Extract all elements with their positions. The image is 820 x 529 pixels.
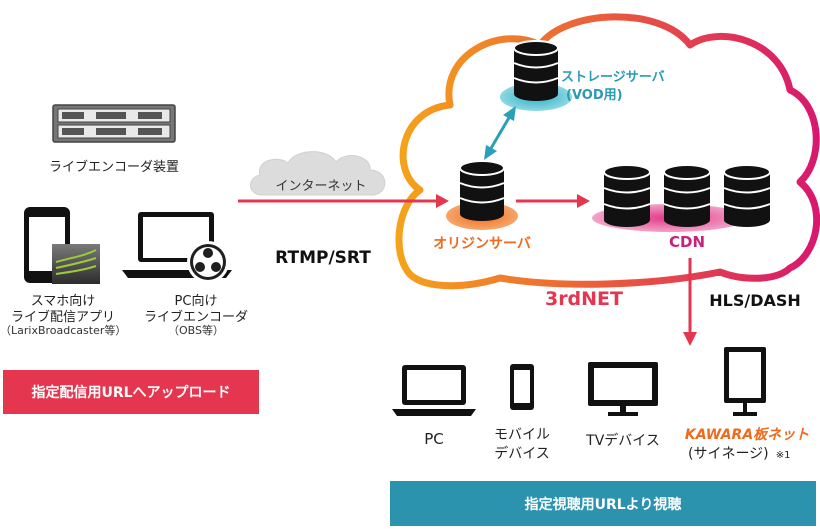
encoder-label: ライブエンコーダ装置 — [48, 160, 179, 175]
cloud-outline — [395, 13, 820, 290]
smartphone-label-2: ライブ配信アプリ — [10, 310, 115, 325]
device-pc-label: PC — [424, 430, 444, 448]
arrow-to-origin — [238, 194, 449, 208]
smartphone-label-3: （LarixBroadcaster等） — [0, 324, 127, 337]
pc-encoder-label-1: PC向け — [174, 294, 218, 309]
laptop-obs-icon — [122, 212, 232, 283]
cdn-label: CDN — [668, 233, 705, 251]
arrow-to-cdn — [516, 194, 590, 208]
smartphone-label-1: スマホ向け — [30, 294, 96, 309]
internet-label: インターネット — [275, 179, 367, 194]
device-mobile-label-2: デバイス — [494, 446, 550, 462]
pc-icon — [392, 365, 476, 416]
device-tv-label: TVデバイス — [586, 433, 660, 449]
origin-label: オリジンサーバ — [433, 236, 531, 252]
arrow-to-devices — [683, 258, 697, 346]
mobile-device-icon — [510, 364, 534, 410]
storage-server-icon — [500, 40, 572, 111]
upload-banner: 指定配信用URLへアップロード — [3, 370, 259, 414]
internet-cloud-icon — [250, 151, 386, 196]
protocol-in-label: RTMP/SRT — [275, 248, 371, 268]
storage-label-1: ストレージサーバ — [561, 70, 665, 85]
rack-server-icon — [52, 104, 176, 143]
sync-arrow — [484, 106, 516, 160]
signage-icon — [724, 347, 766, 416]
cdn-servers-icon — [592, 164, 771, 232]
tv-icon — [588, 362, 658, 416]
pc-encoder-label-3: （OBS等） — [168, 324, 224, 337]
smartphone-icon — [24, 207, 100, 284]
kawara-sub-label: (サイネージ) — [688, 446, 769, 462]
storage-label-2: (VOD用) — [566, 88, 623, 103]
protocol-out-label: HLS/DASH — [709, 291, 801, 310]
network-name: 3rdNET — [544, 288, 624, 310]
kawara-sub-row: (サイネージ) ※1 — [688, 443, 791, 463]
kawara-note: ※1 — [775, 450, 791, 461]
view-banner: 指定視聴用URLより視聴 — [390, 481, 816, 526]
origin-server-icon — [446, 160, 518, 230]
kawara-brand-label: KAWARA板ネット — [684, 427, 810, 443]
device-mobile-label-1: モバイル — [494, 427, 550, 443]
pc-encoder-label-2: ライブエンコーダ — [143, 310, 248, 325]
